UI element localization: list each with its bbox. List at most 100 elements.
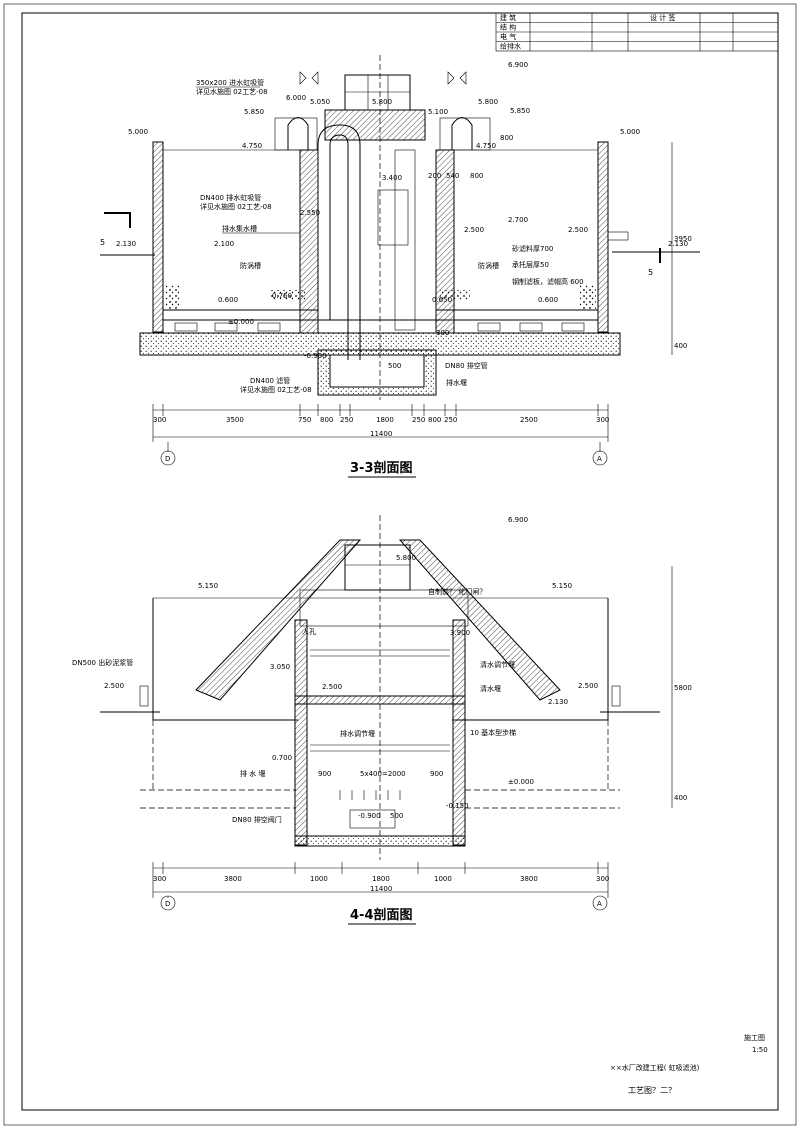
svg-text:3800: 3800 — [224, 875, 242, 883]
svg-text:2.700: 2.700 — [508, 216, 528, 224]
s44-axis-right: A — [597, 900, 602, 908]
svg-text:0.700: 0.700 — [272, 754, 292, 762]
svg-text:250: 250 — [412, 416, 425, 424]
tb-row-1-left: 建 筑 — [500, 13, 516, 22]
s33-filter-plate-label: 钢制滤板，滤帽高 600 — [512, 277, 584, 286]
svg-text:5.850: 5.850 — [510, 107, 530, 115]
svg-text:3.400: 3.400 — [382, 174, 402, 182]
s44-clear-weir-adj-label: 清水调节堰 — [480, 660, 515, 669]
svg-text:0.600: 0.600 — [218, 296, 238, 304]
svg-text:400: 400 — [674, 794, 687, 802]
svg-text:300: 300 — [596, 416, 609, 424]
svg-text:4.750: 4.750 — [476, 142, 496, 150]
svg-text:5.150: 5.150 — [198, 582, 218, 590]
svg-text:3.900: 3.900 — [450, 629, 470, 637]
s33-flood-trough-right: 防涡槽 — [478, 261, 499, 270]
sheet-frame-inner — [21, 12, 779, 1111]
svg-text:4.750: 4.750 — [242, 142, 262, 150]
svg-text:2.500: 2.500 — [568, 226, 588, 234]
s44-elevations: 6.900 5.800 5.150 5.150 3.900 3.050 2.50… — [104, 516, 598, 820]
s33-support-label: 承托层厚50 — [512, 260, 549, 269]
tb-row-3-left: 电 气 — [500, 32, 516, 41]
svg-text:800: 800 — [500, 134, 513, 142]
svg-text:3800: 3800 — [520, 875, 538, 883]
svg-text:500: 500 — [388, 362, 401, 370]
svg-text:2.500: 2.500 — [322, 683, 342, 691]
svg-text:300: 300 — [153, 416, 166, 424]
svg-text:-0.900: -0.900 — [304, 352, 327, 360]
s33-title: 3-3剖面图 — [350, 460, 413, 476]
s44-sand-pipe-label: DN500 出砂泥浆管 — [72, 658, 133, 667]
svg-text:6.900: 6.900 — [508, 516, 528, 524]
svg-text:300: 300 — [436, 329, 449, 337]
svg-text:1000: 1000 — [310, 875, 328, 883]
svg-text:2.130: 2.130 — [548, 698, 568, 706]
svg-text:5.050: 5.050 — [310, 98, 330, 106]
tb-row-4-left: 给排水 — [500, 42, 521, 51]
s44-ladder-label: 10 基本型步梯 — [470, 728, 516, 737]
s33-sand-label: 砂滤料厚700 — [512, 244, 553, 253]
svg-text:2.550: 2.550 — [300, 209, 320, 217]
footer-stage: 施工图 — [744, 1033, 765, 1042]
svg-text:540: 540 — [446, 172, 459, 180]
svg-text:5.850: 5.850 — [244, 108, 264, 116]
svg-text:5.800: 5.800 — [396, 554, 416, 562]
svg-text:-0.150: -0.150 — [446, 802, 469, 810]
s33-drain-weir-label: 排水堰 — [446, 378, 467, 387]
s33-axis-left: D — [165, 455, 170, 463]
svg-text:0.600: 0.600 — [538, 296, 558, 304]
tb-row-2-left: 结 构 — [500, 23, 516, 32]
svg-text:900: 900 — [318, 770, 331, 778]
s33-dn400-label: DN400 滤管 — [250, 376, 290, 385]
s44-title: 4-4剖面图 — [350, 907, 413, 923]
svg-text:800: 800 — [428, 416, 441, 424]
svg-text:2.500: 2.500 — [104, 682, 124, 690]
svg-text:5800: 5800 — [674, 684, 692, 692]
s44-clear-weir-label: 清水堰 — [480, 684, 501, 693]
svg-text:3.050: 3.050 — [270, 663, 290, 671]
s33-right-wall — [597, 141, 609, 333]
s44-dim-chain: 300 3800 1000 1800 1000 3800 300 — [153, 875, 609, 883]
svg-text:5.800: 5.800 — [478, 98, 498, 106]
s33-elevations: 6.900 6.000 5.050 5.850 5.800 5.100 5.80… — [116, 61, 688, 360]
footer-drawing: 工艺图？二？ — [628, 1086, 676, 1095]
section-3-3: 5 5 350x200 进水虹吸管 详见水施图 02工艺-08 DN400 排水… — [100, 55, 700, 478]
tb-sign-header: 设 计 签 — [650, 13, 675, 22]
svg-text:2.500: 2.500 — [578, 682, 598, 690]
s33-section-mark-left: 5 — [100, 238, 105, 247]
svg-text:2500: 2500 — [520, 416, 538, 424]
s44-dn80-valve-label: DN80 排空阀门 — [232, 815, 282, 824]
s33-inlet-pipe-label: 350x200 进水虹吸管 — [196, 78, 264, 87]
svg-text:2.100: 2.100 — [214, 240, 234, 248]
svg-text:800: 800 — [320, 416, 333, 424]
svg-text:2.130: 2.130 — [116, 240, 136, 248]
svg-text:3500: 3500 — [226, 416, 244, 424]
s44-manhole-label: 人孔 — [302, 628, 316, 636]
svg-text:5.000: 5.000 — [620, 128, 640, 136]
s33-dim-chain: 300 3500 750 800 250 1800 250 800 250 25… — [153, 416, 609, 424]
svg-text:750: 750 — [298, 416, 311, 424]
svg-text:5.000: 5.000 — [128, 128, 148, 136]
svg-text:1000: 1000 — [434, 875, 452, 883]
s33-dn400-ref: 详见水施图 02工艺-08 — [240, 385, 312, 394]
svg-text:250: 250 — [340, 416, 353, 424]
svg-text:2.130: 2.130 — [668, 240, 688, 248]
s33-drain-ref-label: 详见水施图 02工艺-08 — [200, 202, 272, 211]
s33-drain-pipe-label: DN400 排水虹吸管 — [200, 193, 261, 202]
svg-text:5.100: 5.100 — [428, 108, 448, 116]
s44-drain-weir-adj-label: 排水调节堰 — [340, 729, 375, 738]
s33-dn80-label: DN80 排空管 — [445, 361, 488, 370]
svg-text:5.800: 5.800 — [372, 98, 392, 106]
svg-text:3950: 3950 — [674, 235, 692, 243]
svg-text:±0.000: ±0.000 — [228, 318, 254, 326]
svg-text:900: 900 — [430, 770, 443, 778]
s44-grate: 5x400=2000 — [360, 770, 406, 778]
svg-text:0.750: 0.750 — [272, 292, 292, 300]
s44-auto-box-label: 自制前？ 化门闸？ — [428, 587, 486, 596]
svg-text:6.000: 6.000 — [286, 94, 306, 102]
s33-left-wall — [152, 141, 164, 333]
svg-text:0.650: 0.650 — [432, 296, 452, 304]
svg-text:5.150: 5.150 — [552, 582, 572, 590]
s33-section-mark-right: 5 — [648, 268, 653, 277]
